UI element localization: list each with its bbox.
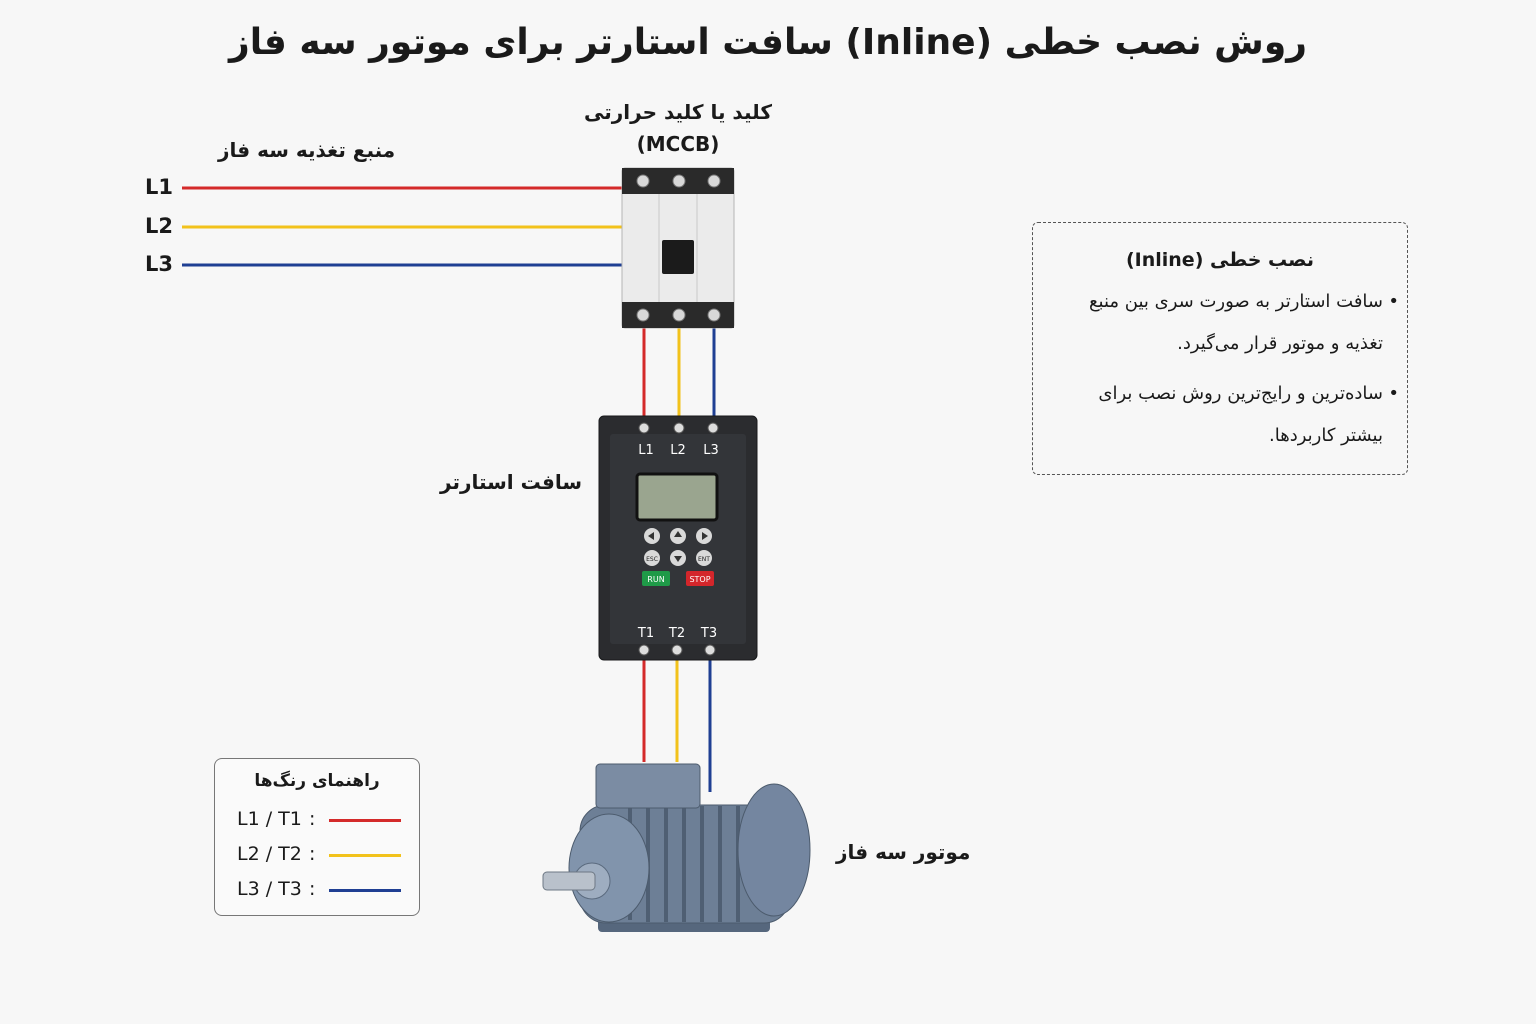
- legend-item-label: L1 / T1: [237, 808, 302, 830]
- starter-input-label-l1: L1: [638, 443, 654, 458]
- legend-item-label: L3 / T3: [237, 878, 302, 900]
- info-box: نصب خطی (Inline) سافت استارتر به صورت سر…: [1032, 222, 1408, 475]
- stop-button-label: STOP: [689, 575, 710, 584]
- run-button-label: RUN: [647, 575, 664, 584]
- supply-line-label-l1: L1: [145, 175, 173, 199]
- mccb-toggle-handle: [662, 240, 694, 274]
- esc-key: [644, 550, 660, 566]
- supply-label: منبع تغذیه سه فاز: [218, 138, 396, 162]
- terminal-box: [595, 763, 701, 809]
- esc-key-label: ESC: [646, 556, 658, 563]
- motor-fan-cover: [737, 783, 811, 917]
- starter-input-label-l2: L2: [670, 443, 686, 458]
- supply-line-label-l2: L2: [145, 214, 173, 238]
- soft-starter-device: ESC ENT RUN STOP L1 L2 L3 T1 T2 T3: [598, 415, 758, 661]
- legend-swatch-l2: [329, 854, 401, 857]
- mccb-label: کلید یا کلید حرارتی: [584, 100, 772, 124]
- run-button: [642, 571, 670, 586]
- soft-starter-label: سافت استارتر: [440, 470, 583, 494]
- starter-output-label-t1: T1: [637, 626, 654, 641]
- motor-shaft: [542, 871, 596, 891]
- ent-key-label: ENT: [698, 556, 710, 563]
- legend-swatch-l1: [329, 819, 401, 822]
- three-phase-motor: [542, 763, 811, 932]
- starter-output-label-t3: T3: [700, 626, 717, 641]
- supply-line-label-l3: L3: [145, 252, 173, 276]
- legend-item-label: L2 / T2: [237, 843, 302, 865]
- diagram-title: روش نصب خطی (Inline) سافت استارتر برای م…: [229, 22, 1307, 63]
- lcd-display: [635, 472, 719, 522]
- legend-title: راهنمای رنگ‌ها: [254, 771, 380, 791]
- stop-button: [686, 571, 714, 586]
- legend-item-separator: :: [309, 878, 316, 900]
- legend-swatch-l3: [329, 889, 401, 892]
- legend-item-separator: :: [309, 808, 316, 830]
- info-bullet: ساده‌ترین و رایج‌ترین روش نصب برای بیشتر…: [1053, 373, 1399, 457]
- info-title: نصب خطی (Inline): [1125, 249, 1315, 271]
- ent-key: [696, 550, 712, 566]
- legend-item-separator: :: [309, 843, 316, 865]
- color-legend: راهنمای رنگ‌ها L1 / T1 : L2 / T2 : L3 / …: [214, 758, 420, 916]
- starter-output-label-t2: T2: [668, 626, 685, 641]
- starter-input-label-l3: L3: [703, 443, 719, 458]
- mccb-abbrev-label: (MCCB): [636, 132, 720, 156]
- mccb-breaker: [621, 167, 735, 329]
- motor-label: موتور سه فاز: [836, 840, 971, 864]
- info-bullet: سافت استارتر به صورت سری بین منبع تغذیه …: [1053, 281, 1399, 365]
